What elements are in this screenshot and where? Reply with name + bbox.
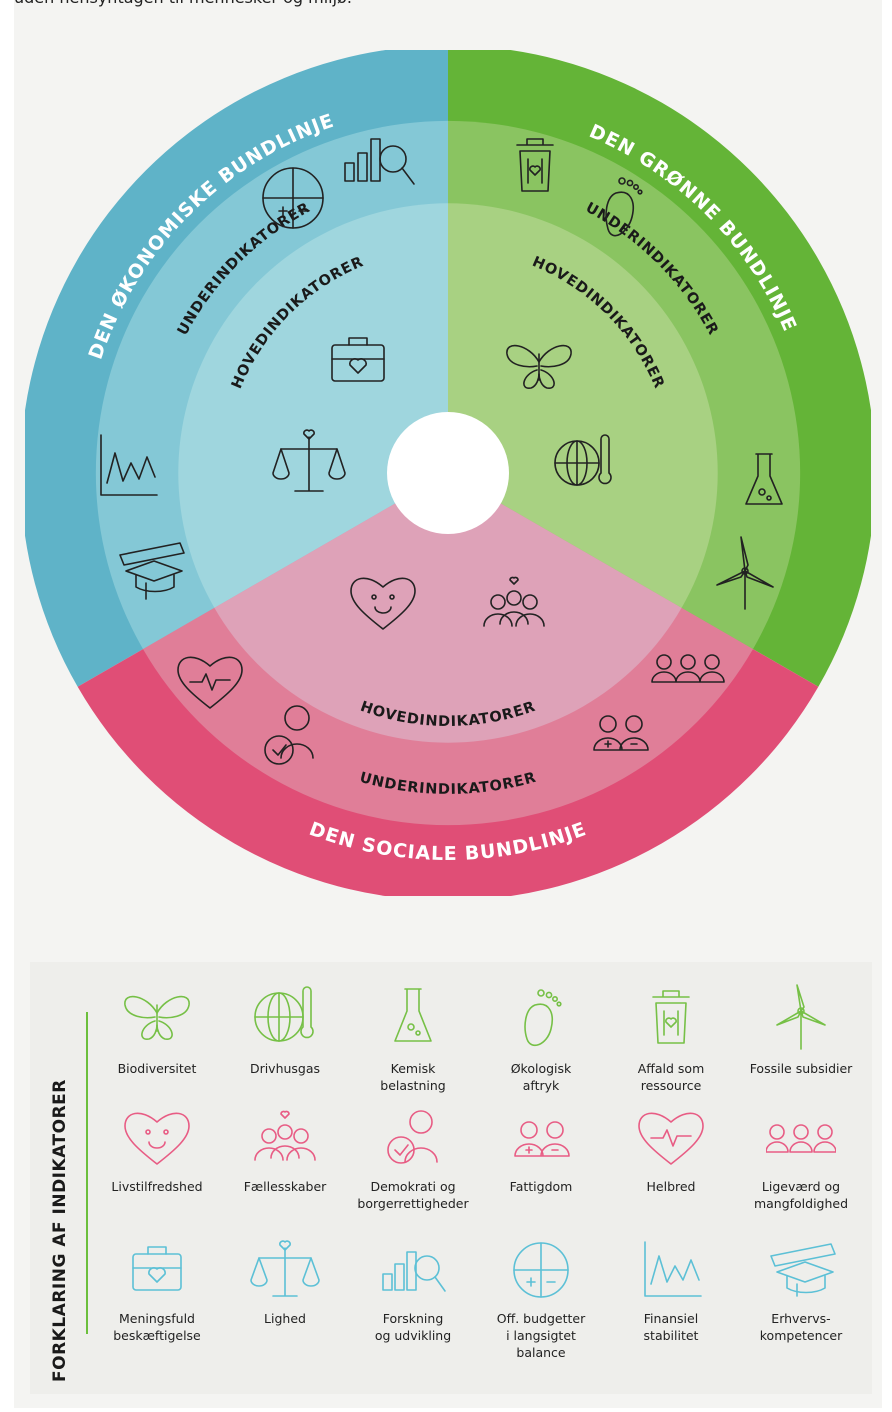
scales-icon <box>250 1240 320 1297</box>
globe-thermometer-icon <box>254 986 314 1042</box>
legend-item-meningsfuld-beskaeftigelse: Meningsfuld beskæftigelse <box>92 1240 222 1344</box>
legend-label: Meningsfuld beskæftigelse <box>113 1311 201 1343</box>
legend-item-ligevaerd: Ligeværd og mangfoldighed <box>736 1108 866 1212</box>
bars-magnifier-icon <box>382 1251 446 1292</box>
legend-item-helbred: Helbred <box>606 1108 736 1195</box>
legend-item-forskning: Forskning og udvikling <box>348 1240 478 1344</box>
briefcase-heart-icon <box>331 337 385 382</box>
bottom-line-wheel: DEN ØKONOMISKE BUNDLINJE UNDERINDIKATORE… <box>25 50 871 896</box>
legend-label: Affald som ressource <box>637 1061 705 1093</box>
wind-turbine-icon <box>776 984 826 1050</box>
person-check-icon <box>387 1110 438 1164</box>
legend-label: Livstilfredshed <box>111 1179 203 1194</box>
indicator-legend: FORKLARING AF INDIKATORER Biodiversitet … <box>30 962 872 1394</box>
legend-item-biodiversitet: Biodiversitet <box>92 984 222 1077</box>
footprint-icon <box>524 989 562 1047</box>
butterfly-icon <box>506 344 572 389</box>
legend-label: Økologisk aftryk <box>510 1061 572 1093</box>
legend-label: Biodiversitet <box>117 1061 197 1076</box>
flask-icon <box>745 453 783 505</box>
economic-inner-sector <box>178 203 449 608</box>
legend-label: Demokrati og borgerrettigheder <box>357 1179 469 1211</box>
pie-chart-icon <box>513 1242 569 1298</box>
legend-item-kemisk-belastning: Kemisk belastning <box>348 984 478 1094</box>
trash-bin-icon <box>516 138 554 192</box>
legend-label: Fællesskaber <box>243 1179 327 1194</box>
legend-title: FORKLARING AF INDIKATORER <box>50 1079 70 1382</box>
legend-label: Fossile subsidier <box>749 1061 853 1076</box>
legend-item-fossile-subsidier: Fossile subsidier <box>736 984 866 1077</box>
trash-bin-icon <box>652 990 690 1044</box>
legend-item-okologisk-aftryk: Økologisk aftryk <box>476 984 606 1094</box>
line-graph-icon <box>644 1241 702 1297</box>
three-people-icon <box>651 654 725 683</box>
person-check-icon <box>264 705 314 765</box>
heartbeat-icon <box>638 1112 704 1165</box>
legend-item-demokrati: Demokrati og borgerrettigheder <box>348 1108 478 1212</box>
legend-item-erhvervskompetencer: Erhvervs- kompetencer <box>736 1240 866 1344</box>
bars-magnifier-icon <box>344 138 415 185</box>
center-hole <box>387 412 509 534</box>
legend-label: Drivhusgas <box>249 1061 321 1076</box>
graduation-saw-icon <box>770 1243 836 1297</box>
flask-icon <box>394 988 432 1042</box>
legend-item-faellesskaber: Fællesskaber <box>220 1108 350 1195</box>
line-graph-icon <box>100 434 158 496</box>
legend-item-lighed: Lighed <box>220 1240 350 1327</box>
footprint-icon <box>605 177 643 237</box>
community-icon <box>254 1110 316 1161</box>
legend-item-affald-som-ressource: Affald som ressource <box>606 984 736 1094</box>
pie-chart-icon <box>262 167 324 229</box>
legend-divider <box>86 1012 88 1334</box>
plus-minus-people-icon <box>593 715 649 751</box>
scales-icon <box>272 429 346 492</box>
graduation-saw-icon <box>119 542 185 600</box>
smiling-heart-icon <box>124 1112 190 1165</box>
legend-label: Forskning og udvikling <box>374 1311 452 1343</box>
legend-label: Lighed <box>264 1311 306 1326</box>
butterfly-icon <box>124 995 190 1040</box>
legend-label: Helbred <box>646 1179 696 1194</box>
legend-label: Off. budgetter i langsigtet balance <box>496 1311 586 1360</box>
wind-turbine-icon <box>716 536 774 610</box>
heartbeat-icon <box>177 656 243 709</box>
three-people-icon <box>766 1124 836 1153</box>
legend-item-off-budgetter: Off. budgetter i langsigtet balance <box>476 1240 606 1361</box>
briefcase-heart-icon <box>132 1246 182 1291</box>
legend-label: Ligeværd og mangfoldighed <box>753 1179 849 1211</box>
social-inner-sector <box>214 473 682 743</box>
legend-item-drivhusgas: Drivhusgas <box>220 984 350 1077</box>
legend-item-fattigdom: Fattigdom <box>476 1108 606 1195</box>
legend-label: Finansiel stabilitet <box>643 1311 699 1343</box>
smiling-heart-icon <box>350 577 416 630</box>
legend-item-finansiel-stabilitet: Finansiel stabilitet <box>606 1240 736 1344</box>
legend-label: Kemisk belastning <box>380 1061 446 1093</box>
intro-text: uden hensyntagen til mennesker og miljø. <box>14 0 874 14</box>
legend-label: Fattigdom <box>509 1179 573 1194</box>
plus-minus-people-icon <box>514 1121 570 1157</box>
globe-thermometer-icon <box>554 434 612 486</box>
legend-item-livstilfredshed: Livstilfredshed <box>92 1108 222 1195</box>
green-inner-sector <box>448 203 718 608</box>
legend-label: Erhvervs- kompetencer <box>759 1311 843 1343</box>
community-icon <box>483 576 545 627</box>
